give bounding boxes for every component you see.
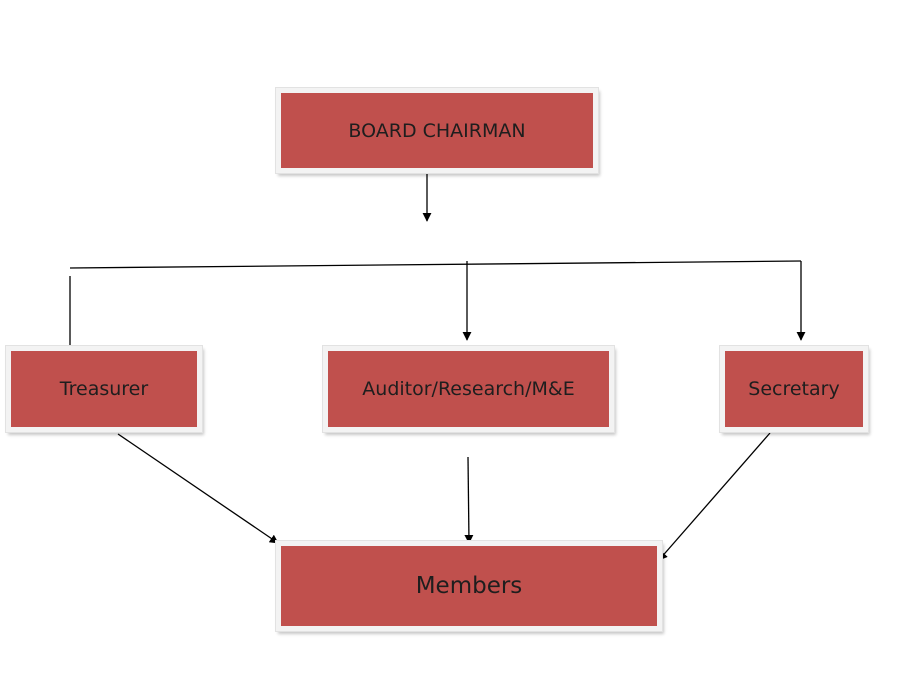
arrow-auditor-to-members xyxy=(464,456,474,544)
arrow-treasurer-to-members xyxy=(117,433,279,544)
arrow-secretary-to-members xyxy=(658,432,771,561)
secretary-label: Secretary xyxy=(748,378,840,400)
branch-horizontal-line xyxy=(69,260,802,269)
members-box: Members xyxy=(275,540,663,632)
treasurer-label: Treasurer xyxy=(59,378,149,400)
auditor-research-label: Auditor/Research/M&E xyxy=(362,378,575,400)
board-chairman-box: BOARD CHAIRMAN xyxy=(275,87,599,174)
board-chairman-label: BOARD CHAIRMAN xyxy=(348,119,526,142)
members-label: Members xyxy=(415,573,523,599)
treasurer-box: Treasurer xyxy=(5,345,203,433)
auditor-research-box: Auditor/Research/M&E xyxy=(322,345,615,433)
secretary-box: Secretary xyxy=(719,345,869,433)
